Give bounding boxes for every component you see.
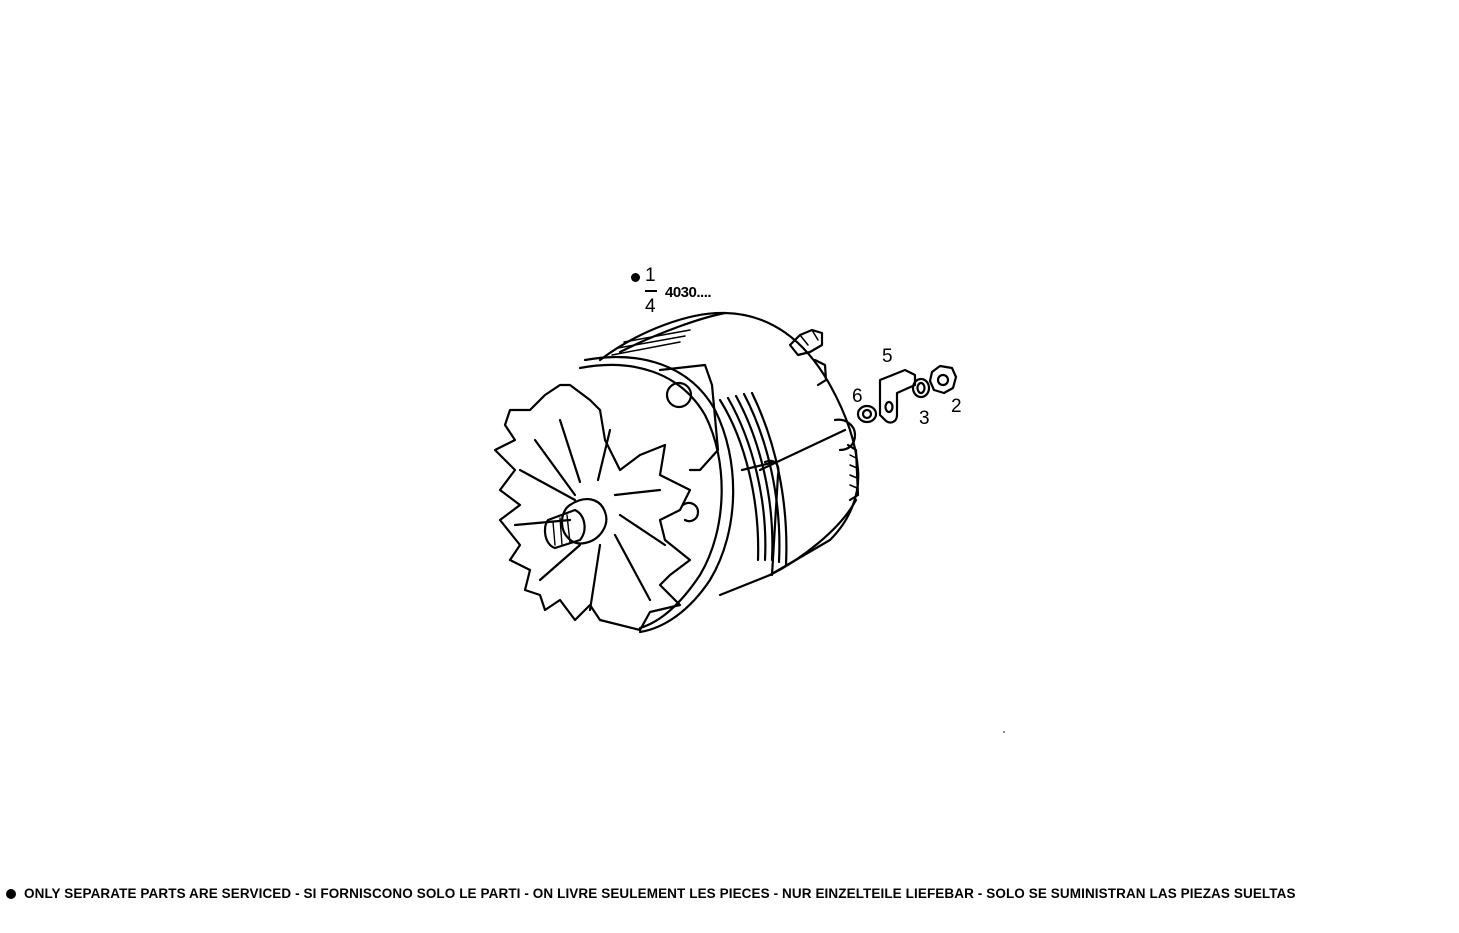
callout-3: 3 <box>919 408 930 429</box>
callout-2: 2 <box>951 396 962 417</box>
footer-text: ONLY SEPARATE PARTS ARE SERVICED - SI FO… <box>24 886 1296 901</box>
fraction-line <box>645 290 657 292</box>
bullet-icon <box>6 888 16 899</box>
callout-4: 4 <box>645 296 656 317</box>
stray-dot <box>1003 731 1005 733</box>
callout-6: 6 <box>852 386 863 407</box>
footer-note: ONLY SEPARATE PARTS ARE SERVICED - SI FO… <box>6 886 1296 901</box>
separate-parts-bullet-icon <box>631 273 640 282</box>
callout-1: 1 <box>645 265 656 286</box>
callout-5: 5 <box>882 346 893 367</box>
reference-code: 4030.... <box>665 284 712 301</box>
